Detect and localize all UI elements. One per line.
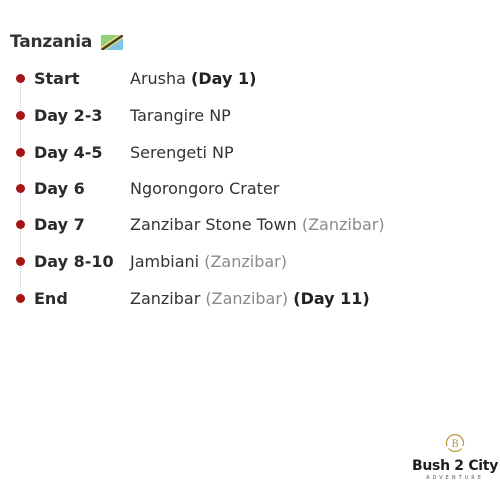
logo-name: Bush 2 City (412, 458, 499, 474)
timeline-dot (16, 111, 25, 120)
itinerary-day: Day 8-10 (34, 251, 114, 271)
timeline-dot (16, 148, 25, 157)
itinerary-day: Start (34, 68, 80, 88)
place-name: Jambiani (130, 251, 200, 271)
itinerary-row: Day 8-10 Jambiani (Zanzibar) (0, 249, 500, 273)
itinerary-place: Serengeti NP (130, 143, 234, 162)
itinerary-row: Day 6 Ngorongoro Crater (0, 176, 500, 200)
itinerary-day: Day 6 (34, 178, 85, 198)
itinerary-row: Day 2-3 Tarangire NP (0, 103, 500, 127)
place-name: Arusha (130, 68, 186, 88)
itinerary-place: Zanzibar Stone Town (Zanzibar) (130, 215, 385, 234)
itinerary-row: End Zanzibar (Zanzibar) (Day 11) (0, 286, 500, 310)
timeline-dot (16, 74, 25, 83)
itinerary-place: Tarangire NP (130, 106, 231, 125)
itinerary-row: Day 4-5 Serengeti NP (0, 140, 500, 164)
timeline-dot (16, 294, 25, 303)
place-name: Serengeti NP (130, 142, 234, 162)
itinerary-row: Start Arusha (Day 1) (0, 66, 500, 90)
itinerary-place: Ngorongoro Crater (130, 179, 279, 198)
place-name: Tarangire NP (130, 105, 231, 125)
itinerary-day: Day 4-5 (34, 142, 103, 162)
itinerary-day: Day 7 (34, 214, 85, 234)
country-title: Tanzania (10, 32, 93, 52)
place-name: Zanzibar Stone Town (130, 214, 297, 234)
bush-2-city-logo-icon: B (445, 434, 465, 453)
itinerary-place: Zanzibar (Zanzibar) (Day 11) (130, 289, 370, 308)
itinerary-header: Tanzania (10, 31, 124, 53)
place-region-note: (Zanzibar) (301, 214, 385, 234)
bush-2-city-logo[interactable]: B Bush 2 City ADVENTURE (412, 432, 498, 492)
itinerary-place: Jambiani (Zanzibar) (130, 252, 287, 271)
place-day-suffix: (Day 1) (191, 68, 257, 88)
place-region-note: (Zanzibar) (204, 251, 287, 271)
place-name: Ngorongoro Crater (130, 178, 280, 198)
place-name: Zanzibar (130, 288, 201, 308)
timeline-dot (16, 257, 25, 266)
timeline-dot (16, 184, 25, 193)
itinerary-place: Arusha (Day 1) (130, 69, 256, 88)
place-region-note: (Zanzibar) (205, 288, 289, 308)
itinerary-day: Day 2-3 (34, 105, 103, 125)
logo-tagline: ADVENTURE (426, 475, 484, 481)
timeline-dot (16, 220, 25, 229)
itinerary-day: End (34, 288, 68, 308)
place-day-suffix: (Day 11) (293, 288, 370, 308)
logo-mark-letter: B (451, 439, 458, 450)
itinerary-row: Day 7 Zanzibar Stone Town (Zanzibar) (0, 212, 500, 236)
tanzania-flag-icon (101, 34, 124, 50)
